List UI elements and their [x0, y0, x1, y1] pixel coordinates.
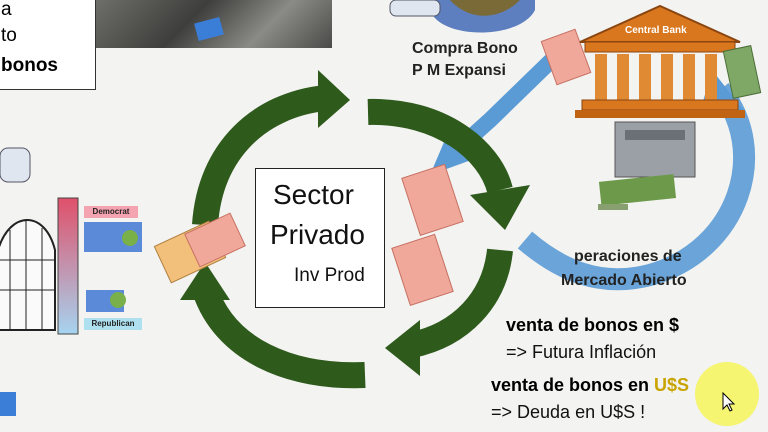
cycle-arrow-top-right	[367, 98, 530, 230]
political-spectrum-bar	[57, 197, 79, 335]
cycle-arrow-bottom-right	[385, 248, 513, 376]
republican-label: Republican	[84, 318, 142, 330]
note-1-bold: venta de bonos en $	[506, 315, 680, 335]
central-bank-icon	[575, 4, 745, 118]
text-line-3: bonos	[1, 55, 58, 76]
operaciones-label-2: Mercado Abierto	[561, 272, 687, 289]
text-line-2: to	[1, 25, 17, 46]
pointing-hand-icon	[0, 0, 441, 416]
compra-bonos-label-2: P M Expansi	[412, 62, 506, 79]
banknote-icon	[153, 28, 592, 306]
note-2-bold: venta de bonos en U$S	[491, 375, 689, 396]
sector-title-line2: Privado	[270, 219, 365, 250]
operaciones-label-1: peraciones de	[574, 248, 682, 265]
democrat-label: Democrat	[84, 206, 138, 218]
text-line-1: a	[1, 0, 12, 20]
inv-prod-label: Inv Prod	[294, 265, 365, 286]
cycle-arrow-bottom-left	[180, 262, 366, 389]
cursor-highlight	[695, 362, 759, 426]
globe-icon	[430, 0, 535, 33]
top-left-text-box: a to bonos	[0, 0, 96, 90]
voters-icon	[84, 222, 142, 312]
arch-building-icon	[0, 219, 56, 331]
note-2-regular: => Deuda en U$S !	[491, 402, 646, 422]
note-2-bold-text: venta de bonos en	[491, 375, 655, 395]
cycle-arrow-top-left	[192, 70, 350, 227]
money-printer-icon	[598, 121, 696, 210]
sector-privado-box: Sector Privado Inv Prod	[255, 168, 385, 308]
mouse-cursor-icon	[722, 392, 736, 412]
compra-bonos-label-1: Compra Bono	[412, 40, 518, 57]
note-2-usd: U$S	[654, 375, 690, 395]
note-1-regular: => Futura Inflación	[506, 342, 657, 362]
sector-title-line1: Sector	[273, 179, 354, 210]
dollar-stack-icon	[722, 45, 762, 99]
blue-arrow-bank-to-sector	[430, 46, 566, 175]
central-bank-label: Central Bank	[625, 25, 687, 36]
